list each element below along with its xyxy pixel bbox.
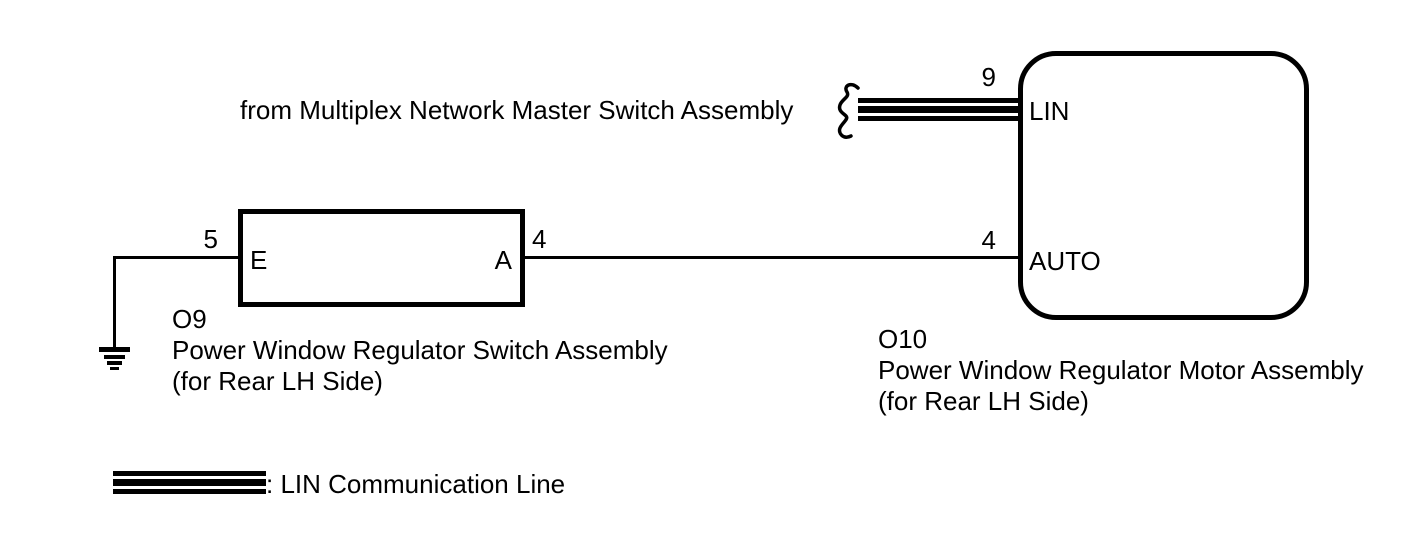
wire-break-squiggle-icon <box>837 82 860 139</box>
switch-pin-4-number: 4 <box>532 224 547 254</box>
lin-communication-wire <box>858 98 1018 121</box>
motor-assembly-name: Power Window Regulator Motor Assembly <box>878 355 1364 385</box>
legend-lin-line-label: : LIN Communication Line <box>266 469 566 499</box>
motor-assembly-box <box>1018 51 1309 320</box>
motor-pin-9-number: 9 <box>981 62 996 92</box>
source-label: from Multiplex Network Master Switch Ass… <box>240 95 794 125</box>
ground-symbol-icon <box>97 347 132 373</box>
motor-assembly-location: (for Rear LH Side) <box>878 386 1089 416</box>
motor-pin-auto-label: AUTO <box>1029 246 1101 276</box>
switch-assembly-box <box>238 209 525 307</box>
switch-assembly-location: (for Rear LH Side) <box>172 366 383 396</box>
legend-lin-line-sample <box>113 471 266 494</box>
switch-assembly-id: O9 <box>172 304 207 334</box>
switch-pin-e-label: E <box>250 245 268 275</box>
motor-pin-lin-label: LIN <box>1029 96 1070 126</box>
switch-pin-5-number: 5 <box>203 224 218 254</box>
switch-pin-a-label: A <box>494 245 512 275</box>
motor-assembly-label: O10 Power Window Regulator Motor Assembl… <box>878 324 1364 417</box>
ground-wire-horizontal <box>113 256 240 259</box>
auto-signal-wire <box>523 256 1018 259</box>
switch-assembly-name: Power Window Regulator Switch Assembly <box>172 335 668 365</box>
ground-wire-vertical <box>113 256 116 347</box>
motor-pin-4-number: 4 <box>981 225 996 255</box>
motor-assembly-id: O10 <box>878 324 928 354</box>
switch-assembly-label: O9 Power Window Regulator Switch Assembl… <box>172 304 668 397</box>
